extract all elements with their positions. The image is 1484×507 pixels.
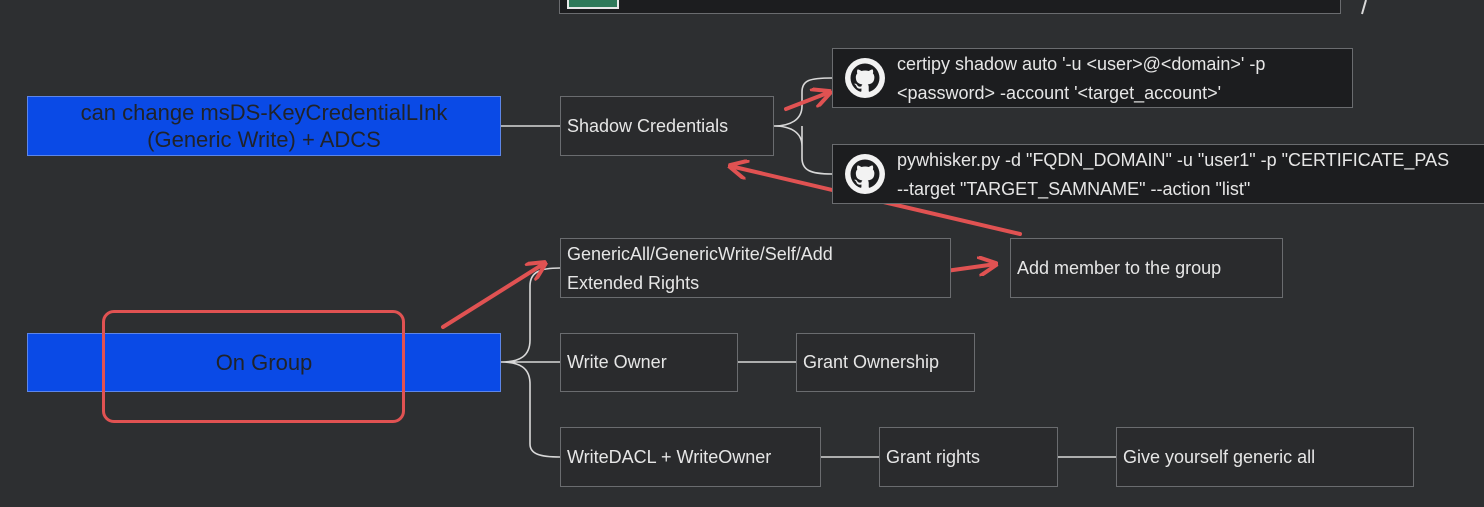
root-on-group-label: On Group — [215, 350, 313, 375]
image-thumbnail — [567, 0, 619, 9]
node-give-generic-all-label: Give yourself generic all — [1123, 446, 1316, 467]
root-key-credential-line1: can change msDS-KeyCredentialLInk — [80, 100, 448, 125]
certipy-line1: certipy shadow auto '-u <user>@<domain>'… — [897, 54, 1266, 74]
edge-shadow-commands — [773, 77, 833, 175]
node-shadow-credentials[interactable]: Shadow Credentials — [560, 96, 774, 156]
node-shadow-credentials-label: Shadow Credentials — [567, 115, 729, 136]
root-node-key-credential[interactable]: can change msDS-KeyCredentialLInk (Gener… — [27, 96, 501, 156]
highlight-box — [102, 310, 405, 423]
node-add-member-label: Add member to the group — [1017, 257, 1222, 278]
image-node-strip — [559, 0, 1341, 14]
node-grant-ownership-label: Grant Ownership — [803, 352, 940, 372]
node-pywhisker-command[interactable]: pywhisker.py -d "FQDN_DOMAIN" -u "user1"… — [832, 144, 1484, 204]
edge-group-branches — [500, 267, 561, 458]
node-certipy-command[interactable]: certipy shadow auto '-u <user>@<domain>'… — [832, 48, 1353, 108]
pywhisker-line1: pywhisker.py -d "FQDN_DOMAIN" -u "user1"… — [897, 150, 1450, 170]
node-generic-all-line1: GenericAll/GenericWrite/Self/Add — [567, 244, 833, 264]
node-writedacl-writeowner[interactable]: WriteDACL + WriteOwner — [560, 427, 821, 487]
pywhisker-line2: --target "TARGET_SAMNAME" --action "list… — [897, 179, 1251, 199]
arrow-shadow-to-certipy — [784, 92, 830, 111]
pywhisker-command-text: pywhisker.py -d "FQDN_DOMAIN" -u "user1"… — [897, 146, 1449, 204]
node-write-owner[interactable]: Write Owner — [560, 333, 738, 392]
arrow-group-to-genericall — [441, 263, 545, 329]
github-icon — [845, 154, 885, 194]
stray-mark — [1361, 0, 1367, 15]
node-grant-rights-label: Grant rights — [886, 446, 981, 467]
arrow-genericall-to-addmember — [944, 264, 996, 271]
root-key-credential-line2: (Generic Write) + ADCS — [147, 127, 381, 152]
node-grant-rights[interactable]: Grant rights — [879, 427, 1058, 487]
node-give-generic-all[interactable]: Give yourself generic all — [1116, 427, 1414, 487]
github-icon — [845, 58, 885, 98]
root-node-on-group[interactable]: On Group — [27, 333, 501, 392]
node-write-owner-label: Write Owner — [567, 352, 667, 372]
node-grant-ownership[interactable]: Grant Ownership — [796, 333, 975, 392]
node-add-member[interactable]: Add member to the group — [1010, 238, 1283, 298]
certipy-command-text: certipy shadow auto '-u <user>@<domain>'… — [897, 50, 1265, 108]
node-generic-all[interactable]: GenericAll/GenericWrite/Self/Add Extende… — [560, 238, 951, 298]
node-writedacl-writeowner-label: WriteDACL + WriteOwner — [567, 446, 772, 467]
node-generic-all-line2: Extended Rights — [567, 273, 700, 293]
certipy-line2: <password> -account '<target_account>' — [897, 83, 1222, 103]
